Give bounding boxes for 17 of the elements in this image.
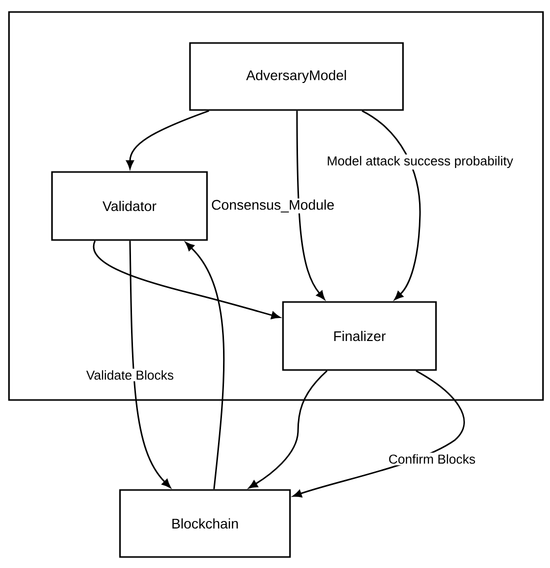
arrow bbox=[292, 370, 465, 498]
arrow bbox=[185, 242, 225, 490]
edge-label: Validate Blocks bbox=[84, 368, 176, 382]
arrow bbox=[296, 110, 325, 300]
process-box: Finalizer bbox=[282, 301, 437, 371]
arrow bbox=[362, 110, 421, 300]
arrow bbox=[93, 240, 280, 320]
edge-label: Confirm Blocks bbox=[386, 452, 478, 466]
process-box: Blockchain bbox=[119, 489, 291, 558]
group-label: Consensus_Module bbox=[210, 198, 336, 214]
group-box bbox=[8, 11, 544, 401]
arrow bbox=[248, 370, 328, 488]
arrow bbox=[126, 110, 210, 170]
process-box: AdversaryModel bbox=[189, 42, 404, 111]
edge-label: Model attack success probability bbox=[325, 154, 515, 170]
process-box: Validator bbox=[51, 171, 208, 241]
arrow bbox=[129, 240, 171, 488]
